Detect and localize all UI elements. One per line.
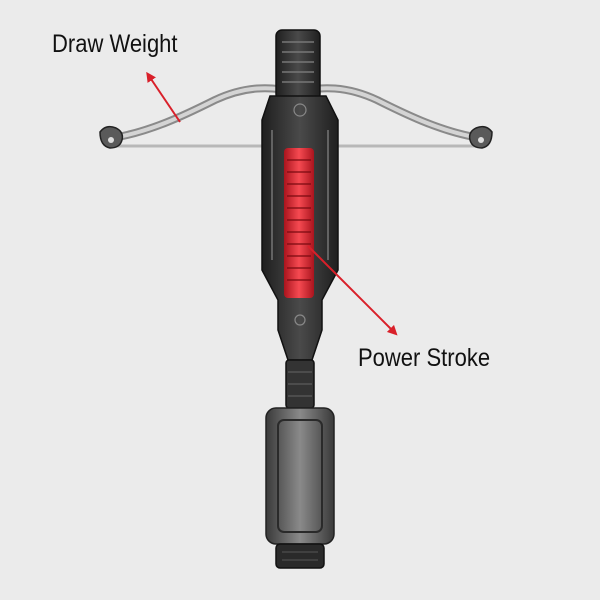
draw-weight-label: Draw Weight (52, 30, 178, 58)
power-stroke-label: Power Stroke (358, 344, 491, 372)
draw-weight-arrow (146, 71, 181, 123)
left-cam (99, 125, 124, 149)
power-stroke-arrow (307, 245, 398, 336)
butt-stock (265, 407, 335, 545)
power-stroke-highlight (284, 148, 314, 298)
front-stirrup (275, 29, 321, 101)
butt-pad (275, 543, 325, 569)
right-cam (468, 125, 493, 149)
